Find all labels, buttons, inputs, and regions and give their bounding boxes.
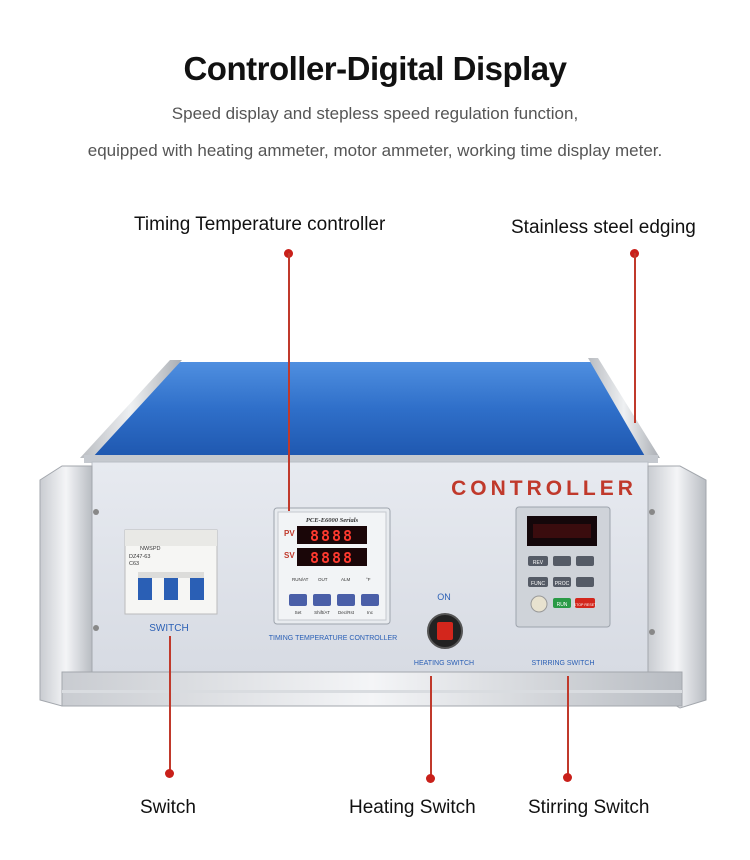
svg-text:C63: C63	[129, 561, 139, 567]
svg-text:FUNC: FUNC	[531, 581, 545, 587]
brand-text: CONTROLLER	[451, 477, 637, 500]
callout-dot	[563, 773, 572, 782]
callout-stirring-switch: Stirring Switch	[528, 797, 650, 818]
svg-text:PCE-E6000 Serials: PCE-E6000 Serials	[306, 517, 359, 524]
svg-text:SV: SV	[284, 551, 295, 560]
callout-dot	[426, 774, 435, 783]
switch-caption: SWITCH	[149, 623, 188, 634]
lid-top	[88, 362, 650, 456]
callout-timing-temperature-controller: Timing Temperature controller	[134, 214, 386, 235]
temperature-controller: PCE-E6000 Serials PV 8888 SV 8888 RUN/AT…	[273, 507, 391, 625]
svg-text:REV: REV	[533, 560, 544, 566]
subtitle-line-2: equipped with heating ammeter, motor amm…	[87, 141, 663, 160]
callout-stainless-steel-edging: Stainless steel edging	[511, 217, 696, 238]
callout-line	[169, 636, 171, 772]
callout-heating-switch: Heating Switch	[349, 797, 476, 818]
stirring-switch-caption: STIRRING SWITCH	[532, 660, 595, 667]
svg-text:Set: Set	[295, 610, 303, 615]
svg-text:RUN: RUN	[557, 602, 568, 608]
heating-switch-caption: HEATING SWITCH	[414, 660, 474, 667]
callout-line	[430, 676, 432, 776]
svg-text:OUT: OUT	[318, 577, 328, 582]
svg-text:DZ47-63: DZ47-63	[129, 554, 150, 560]
svg-text:PV: PV	[284, 529, 295, 538]
svg-text:8888: 8888	[310, 527, 354, 545]
callout-line	[567, 676, 569, 776]
stirring-vfd-keypad: REV FUNC PROC RUN STOP RESET	[515, 506, 611, 628]
lid-left-edge	[80, 360, 182, 458]
svg-text:Shift/AT: Shift/AT	[314, 610, 330, 615]
svg-text:8888: 8888	[310, 549, 354, 567]
svg-text:Dec/Rst: Dec/Rst	[338, 610, 355, 615]
svg-text:°F: °F	[366, 577, 371, 582]
svg-text:NWSPD: NWSPD	[140, 546, 161, 552]
svg-text:ALM: ALM	[341, 577, 351, 582]
svg-text:Inc: Inc	[367, 610, 374, 615]
on-label: ON	[437, 592, 451, 602]
svg-text:STOP RESET: STOP RESET	[574, 603, 597, 607]
stainless-edge-right	[588, 358, 660, 458]
circuit-breaker: NWSPD DZ47-63 C63	[124, 529, 218, 615]
svg-text:RUN/AT: RUN/AT	[292, 577, 309, 582]
svg-text:PROC: PROC	[555, 581, 570, 587]
callout-switch: Switch	[140, 797, 196, 818]
callout-dot	[165, 769, 174, 778]
callout-line	[634, 253, 636, 423]
callout-line	[288, 253, 290, 511]
page-title: Controller-Digital Display	[183, 50, 567, 87]
temp-controller-caption: TIMING TEMPERATURE CONTROLLER	[269, 635, 397, 642]
subtitle-line-1: Speed display and stepless speed regulat…	[171, 104, 579, 123]
